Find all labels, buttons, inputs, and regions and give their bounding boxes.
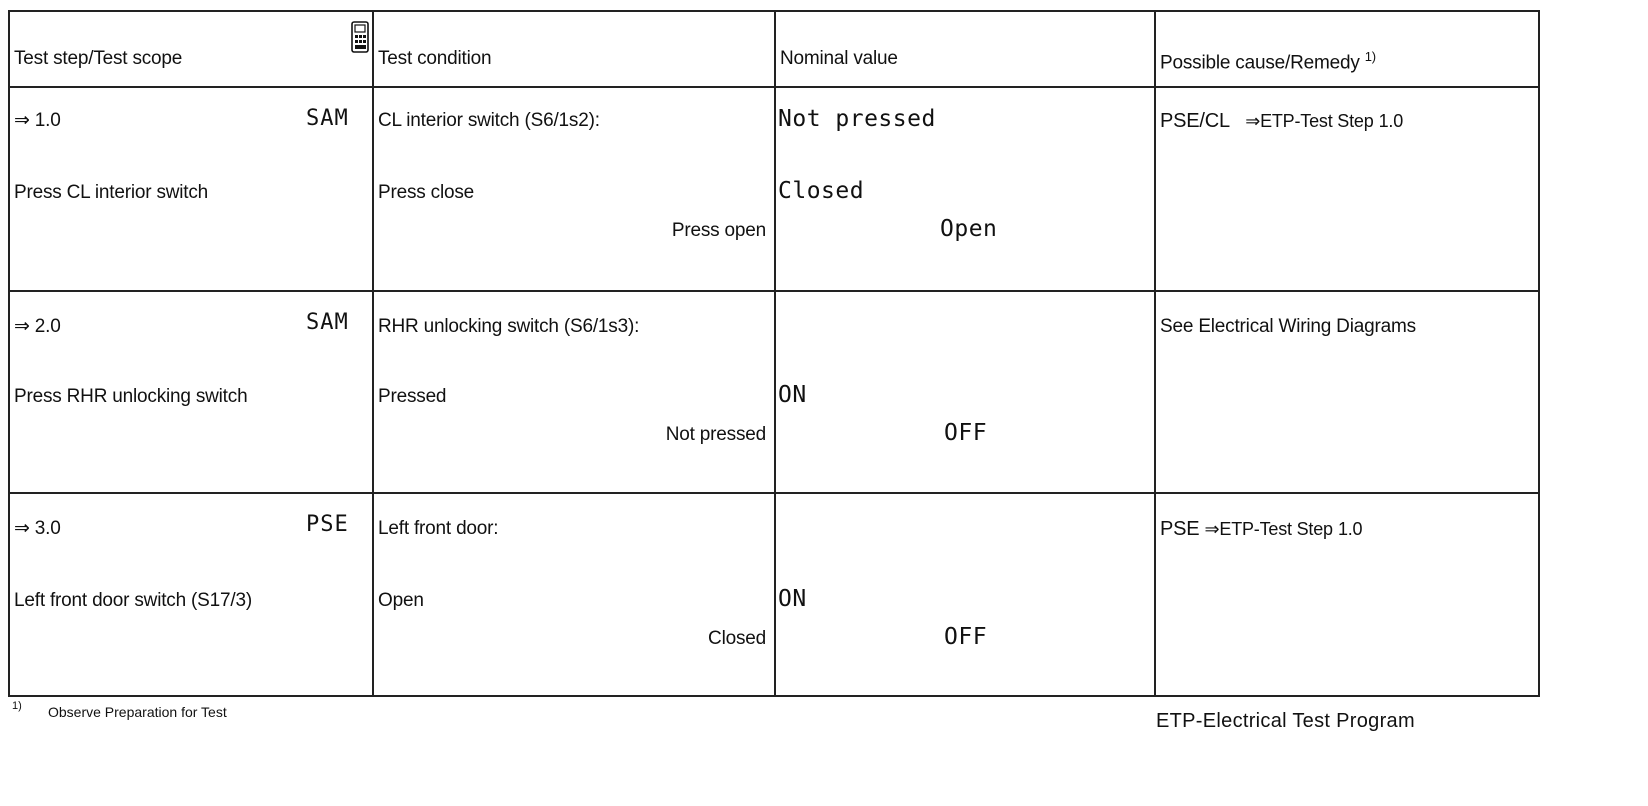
- condition-value: Open: [378, 590, 424, 611]
- header-possible-cause-label: Possible cause/Remedy: [1160, 52, 1360, 74]
- header-test-condition: Test condition: [378, 48, 492, 69]
- nominal-value: ON: [778, 586, 807, 612]
- header-test-step: Test step/Test scope: [14, 48, 183, 69]
- column-divider: [774, 12, 776, 695]
- footnote-mark: 1): [12, 700, 22, 712]
- nominal-value: Closed: [778, 178, 865, 204]
- column-divider: [1154, 12, 1156, 695]
- remedy: See Electrical Wiring Diagrams: [1160, 316, 1416, 338]
- remedy-ecu: PSE/CL: [1160, 110, 1230, 132]
- condition-value: Not pressed: [665, 424, 766, 445]
- footnote-text: Observe Preparation for Test: [48, 704, 227, 720]
- remedy: PSE ⇒ETP-Test Step 1.0: [1160, 518, 1363, 541]
- remedy: PSE/CL ⇒ETP-Test Step 1.0: [1160, 110, 1403, 133]
- remedy-text: ⇒ETP-Test Step: [1204, 519, 1334, 539]
- program-name: ETP-Electrical Test Program: [1156, 710, 1415, 732]
- condition-title: Left front door:: [378, 518, 499, 539]
- test-step-number: ⇒ 2.0: [14, 316, 61, 337]
- column-divider: [372, 12, 374, 695]
- control-unit-code: PSE: [306, 512, 349, 537]
- remedy-ecu: PSE: [1160, 518, 1200, 540]
- test-scope: Left front door switch (S17/3): [14, 590, 252, 611]
- condition-value: Press close: [378, 182, 475, 203]
- remedy-step: 1.0: [1337, 519, 1363, 539]
- condition-value: Pressed: [378, 386, 447, 407]
- condition-value: Press open: [671, 220, 766, 241]
- test-scope: Press RHR unlocking switch: [14, 386, 248, 407]
- footnote-ref: 1): [1364, 49, 1376, 64]
- remedy-text: Electrical Wiring Diagrams: [1198, 316, 1416, 337]
- test-step-number: ⇒ 1.0: [14, 110, 61, 131]
- diagnostic-tester-icon: [351, 21, 369, 53]
- header-possible-cause: Possible cause/Remedy 1): [1160, 46, 1376, 74]
- remedy-text: ⇒ETP-Test Step: [1245, 111, 1374, 131]
- remedy-step: 1.0: [1378, 111, 1404, 131]
- test-scope: Press CL interior switch: [14, 182, 209, 203]
- remedy-prefix: See: [1160, 316, 1194, 337]
- condition-title: CL interior switch (S6/1s2):: [378, 110, 600, 131]
- nominal-value: OFF: [944, 420, 988, 446]
- nominal-value: OFF: [944, 624, 988, 650]
- nominal-value: Not pressed: [778, 106, 936, 132]
- test-step-number: ⇒ 3.0: [14, 518, 61, 539]
- test-table: Test step/Test scope Test condition Nomi…: [8, 10, 1540, 697]
- nominal-value: ON: [778, 382, 807, 408]
- control-unit-code: SAM: [306, 106, 349, 131]
- condition-value: Closed: [708, 628, 766, 649]
- header-nominal-value: Nominal value: [780, 48, 898, 69]
- nominal-value: Open: [940, 216, 998, 242]
- control-unit-code: SAM: [306, 310, 349, 335]
- condition-title: RHR unlocking switch (S6/1s3):: [378, 316, 640, 337]
